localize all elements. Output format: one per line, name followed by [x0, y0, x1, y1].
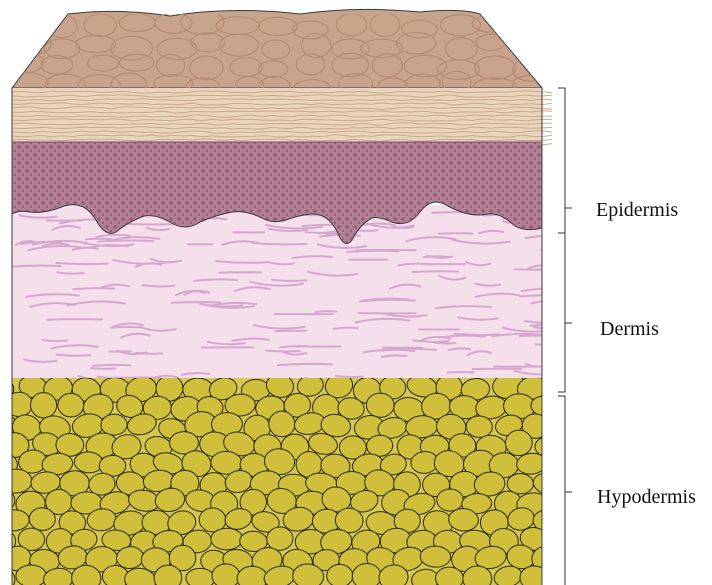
hypodermis-label: Hypodermis [597, 486, 696, 509]
epidermis-bracket [558, 88, 565, 233]
epidermis-label: Epidermis [596, 199, 678, 222]
skin-surface [4, 9, 552, 98]
dermis-layer [12, 205, 592, 395]
layer-brackets [558, 88, 572, 585]
dermis-bracket [558, 233, 565, 392]
dermis-label: Dermis [600, 318, 659, 341]
hypodermis-layer [0, 370, 566, 585]
hypodermis-bracket [558, 396, 565, 585]
stratum-corneum [12, 88, 552, 146]
